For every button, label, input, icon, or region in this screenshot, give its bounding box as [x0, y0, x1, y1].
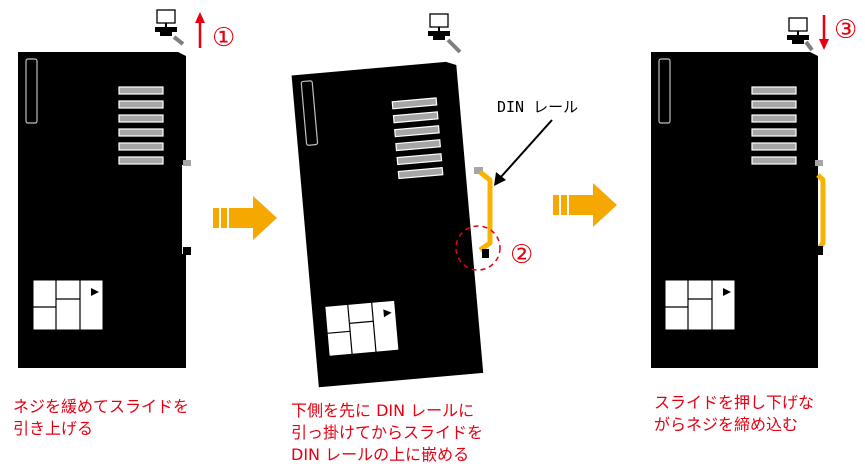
- din-rail-icon: [474, 167, 493, 258]
- din-rail-label: DIN レール: [497, 98, 578, 116]
- marker-3: ③: [834, 15, 857, 45]
- screw-icon: [427, 13, 462, 54]
- caption-line: スライドを押し下げな: [654, 393, 815, 412]
- highlight-circle: [455, 225, 501, 271]
- label-pointer-arrow: [494, 119, 553, 186]
- caption-line: 引き上げる: [13, 419, 94, 438]
- arrow-down-icon: [819, 15, 829, 50]
- caption-line: ネジを緩めてスライドを: [13, 397, 190, 416]
- arrow-up-icon: [195, 12, 205, 48]
- screw-icon: [154, 9, 185, 46]
- caption-line: 引っ掛けてからスライドを: [291, 423, 484, 442]
- step2-device: [291, 61, 484, 388]
- marker-2: ②: [510, 240, 533, 270]
- flow-arrow-icon: [553, 183, 617, 227]
- marker-1: ①: [212, 23, 235, 53]
- caption-line: がらネジを締め込む: [654, 415, 799, 434]
- flow-arrow-icon: [213, 196, 277, 240]
- screw-icon: [786, 17, 814, 52]
- step1-device: [18, 52, 191, 368]
- caption-line: 下側を先に DIN レールに: [291, 401, 475, 420]
- caption-line: DIN レールの上に嵌める: [291, 445, 470, 464]
- step3-caption: スライドを押し下げな がらネジを締め込む: [654, 392, 814, 436]
- step1-caption: ネジを緩めてスライドを 引き上げる: [13, 396, 189, 440]
- step3-device: [651, 52, 826, 368]
- step2-caption: 下側を先に DIN レールに 引っ掛けてからスライドを DIN レールの上に嵌め…: [291, 400, 483, 466]
